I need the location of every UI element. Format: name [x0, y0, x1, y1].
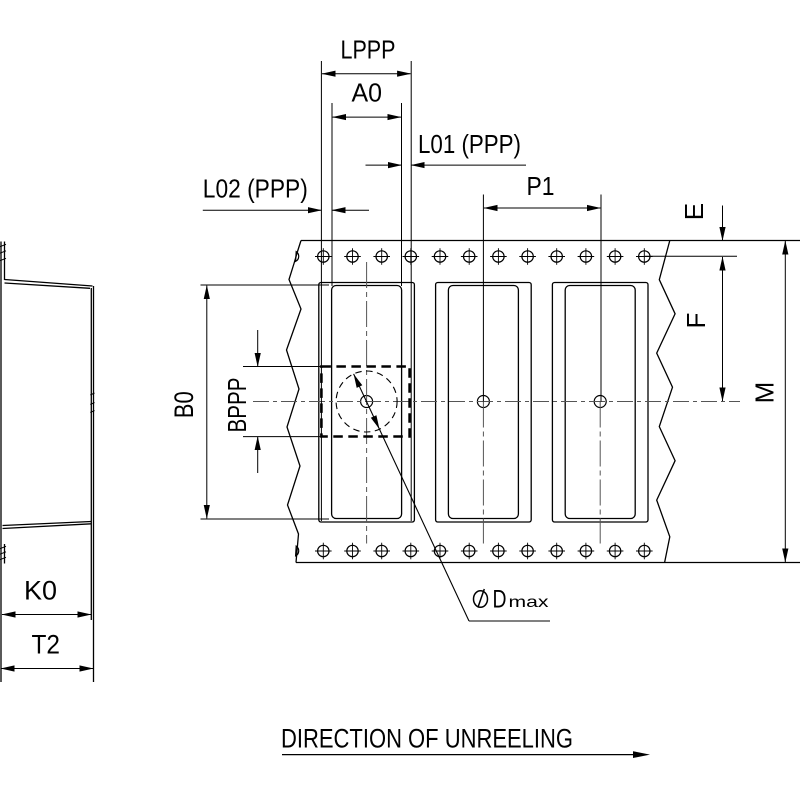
svg-text:max: max: [509, 594, 549, 611]
svg-text:B0: B0: [169, 391, 199, 418]
svg-text:M: M: [750, 382, 780, 404]
svg-text:LPPP: LPPP: [341, 35, 396, 65]
svg-text:D: D: [493, 586, 507, 614]
svg-text:P1: P1: [527, 171, 555, 201]
svg-text:BPPP: BPPP: [222, 378, 252, 433]
svg-text:L02 (PPP): L02 (PPP): [203, 173, 308, 203]
svg-text:T2: T2: [31, 630, 60, 660]
svg-text:F: F: [681, 313, 711, 329]
svg-text:E: E: [679, 203, 709, 220]
svg-text:L01 (PPP): L01 (PPP): [418, 129, 521, 159]
svg-text:DIRECTION OF UNREELING: DIRECTION OF UNREELING: [281, 724, 573, 754]
svg-text:A0: A0: [352, 77, 383, 107]
svg-text:K0: K0: [24, 576, 57, 606]
